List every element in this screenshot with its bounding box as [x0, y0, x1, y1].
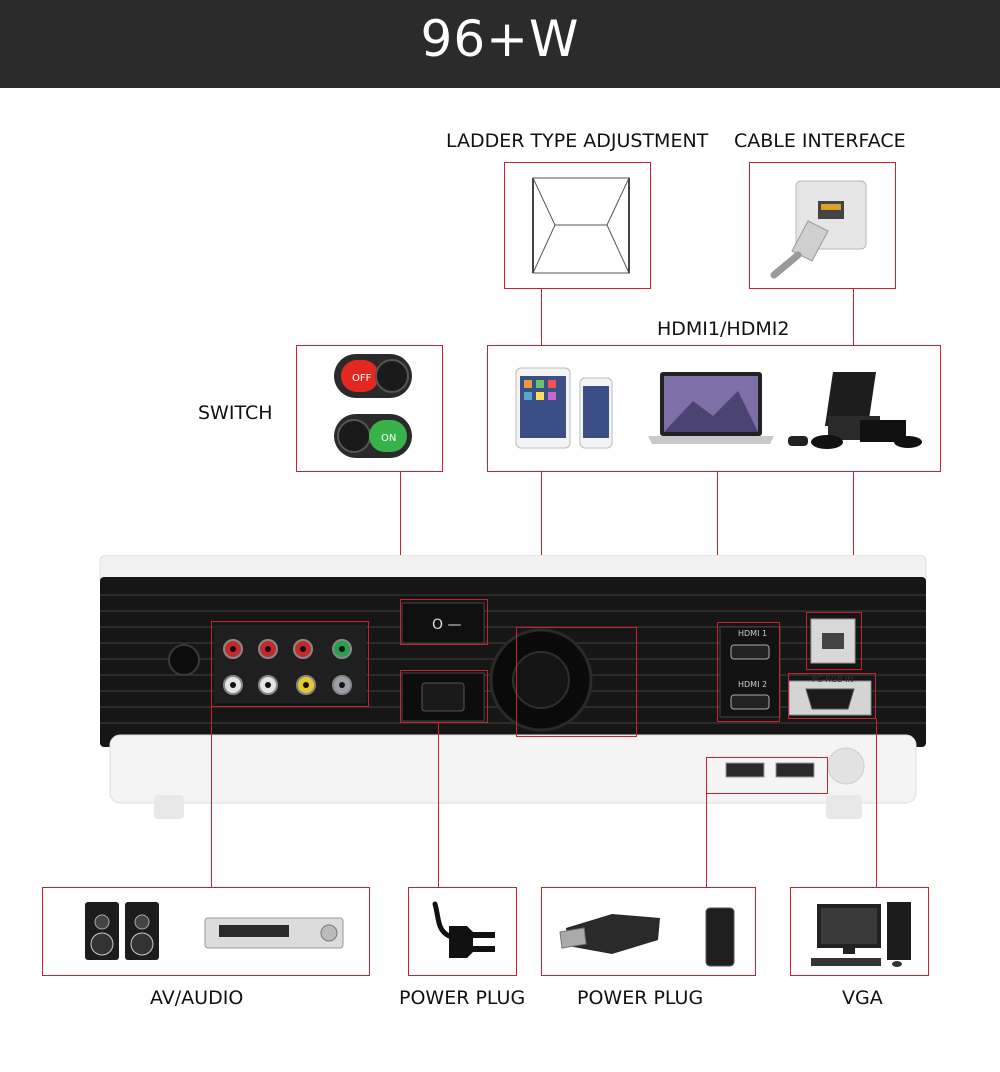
usb-devices-box — [541, 887, 756, 976]
header-bar: 96+W — [0, 0, 1000, 88]
usb-drive-hdd-icon — [559, 907, 735, 967]
switch-off-text: OFF — [352, 373, 372, 384]
power-plug-icon — [432, 901, 495, 958]
svg-text:O —: O — — [432, 617, 461, 633]
connector-line — [541, 472, 542, 627]
connector-line — [853, 289, 854, 345]
connector-line — [876, 719, 877, 887]
av-audio-box — [42, 887, 370, 976]
page-title: 96+W — [420, 10, 580, 68]
switch-on-text: ON — [381, 433, 396, 444]
power-plug-label: POWER PLUG — [399, 987, 526, 1009]
connector-line — [853, 472, 854, 612]
connector-line — [541, 289, 542, 345]
connector-line — [400, 472, 401, 599]
switch-box: OFF ON — [296, 345, 443, 472]
connector-line — [717, 472, 718, 622]
power-inlet-highlight — [400, 670, 488, 723]
keystone-icon — [532, 177, 630, 274]
power-switch-icon: OFF ON — [334, 354, 412, 458]
av-audio-label: AV/AUDIO — [150, 987, 244, 1009]
cable-interface-label: CABLE INTERFACE — [734, 130, 906, 152]
switch-label: SWITCH — [198, 402, 273, 424]
hdmi-devices-icons — [515, 367, 922, 449]
vga-box — [790, 887, 929, 976]
power-switch-highlight — [400, 599, 488, 645]
connector-line — [706, 794, 707, 887]
hdmi1-port-label: HDMI 1 — [738, 629, 768, 638]
ladder-adjustment-box — [504, 162, 651, 289]
usb-power-plug-label: POWER PLUG — [577, 987, 704, 1009]
ethernet-cable-icon — [770, 180, 867, 279]
cable-interface-box — [749, 162, 896, 289]
ethernet-port-highlight — [806, 612, 862, 670]
hdmi2-port-label: HDMI 2 — [738, 680, 768, 689]
speakers-amplifier-icon — [85, 902, 344, 960]
vga-label: VGA — [842, 987, 883, 1009]
usb-ports-highlight — [706, 757, 828, 794]
connector-line — [438, 723, 439, 887]
connector-line — [211, 707, 212, 887]
hdmi-label: HDMI1/HDMI2 — [657, 318, 790, 340]
vga-port-highlight — [788, 673, 876, 719]
pc-rgb-port-label: PC-RGB IN — [812, 675, 854, 684]
ladder-adjustment-label: LADDER TYPE ADJUSTMENT — [446, 130, 709, 152]
power-plug-box — [408, 887, 517, 976]
desktop-computer-icon — [811, 902, 911, 967]
hdmi-ports-highlight — [717, 622, 780, 722]
fan-highlight — [516, 627, 637, 737]
av-ports-highlight — [211, 621, 369, 707]
hdmi-devices-box — [487, 345, 941, 472]
